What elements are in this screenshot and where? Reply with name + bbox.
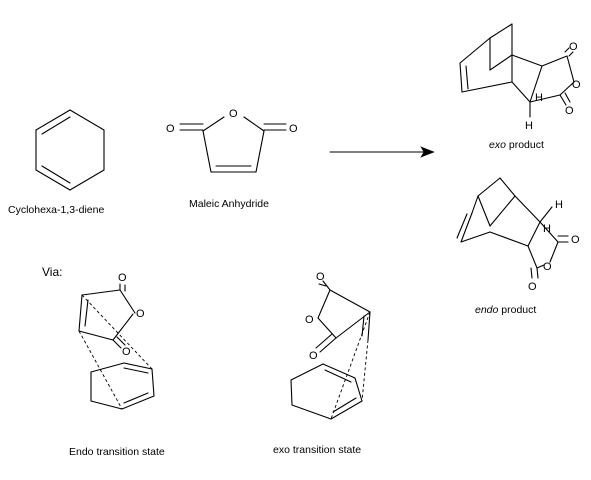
exo-ts-ring-oxygen: O [305, 314, 314, 326]
exo-product-structure [459, 23, 575, 118]
exo-ts-label: exo transition state [273, 444, 361, 456]
exo-ts-oxygen-bottom: O [309, 350, 318, 362]
exo-carbonyl-oxygen-bottom: O [565, 105, 574, 117]
endo-ts-label: Endo transition state [69, 446, 165, 458]
maleic-anhydride-label: Maleic Anhydride [189, 198, 269, 210]
endo-ts-oxygen-top: O [118, 272, 127, 284]
endo-transition-state-structure [78, 283, 155, 410]
endo-product-word: product [498, 304, 536, 316]
exo-ts-oxygen-top: O [316, 271, 325, 283]
cyclohexadiene-label: Cyclohexa-1,3-diene [8, 204, 104, 216]
endo-hydrogen-1: H [555, 199, 563, 211]
cyclohexadiene-structure [35, 109, 105, 191]
endo-ts-oxygen-bottom: O [122, 346, 131, 358]
exo-product-label: exo product [489, 139, 544, 151]
exo-carbonyl-oxygen-top: O [569, 41, 578, 53]
endo-carbonyl-oxygen-right: O [571, 234, 580, 246]
maleic-ring-oxygen: O [229, 108, 238, 120]
exo-hydrogen-2: H [525, 120, 533, 132]
exo-hydrogen-1: H [535, 92, 543, 104]
reaction-arrow [329, 146, 435, 158]
exo-transition-state-structure [290, 280, 371, 420]
via-label: Via: [42, 265, 62, 279]
endo-ts-ring-oxygen: O [136, 308, 145, 320]
exo-ring-oxygen: O [572, 79, 581, 91]
exo-product-word: product [506, 139, 544, 151]
endo-product-label: endo product [475, 304, 536, 316]
endo-ring-oxygen: O [543, 261, 552, 273]
maleic-carbonyl-oxygen-right: O [289, 123, 298, 135]
endo-product-structure [456, 177, 569, 279]
endo-italic: endo [475, 304, 499, 316]
maleic-carbonyl-oxygen-left: O [166, 123, 175, 135]
endo-hydrogen-2: H [543, 223, 551, 235]
endo-carbonyl-oxygen-bottom: O [528, 281, 537, 293]
exo-italic: exo [489, 139, 506, 151]
maleic-anhydride-structure [179, 116, 287, 173]
